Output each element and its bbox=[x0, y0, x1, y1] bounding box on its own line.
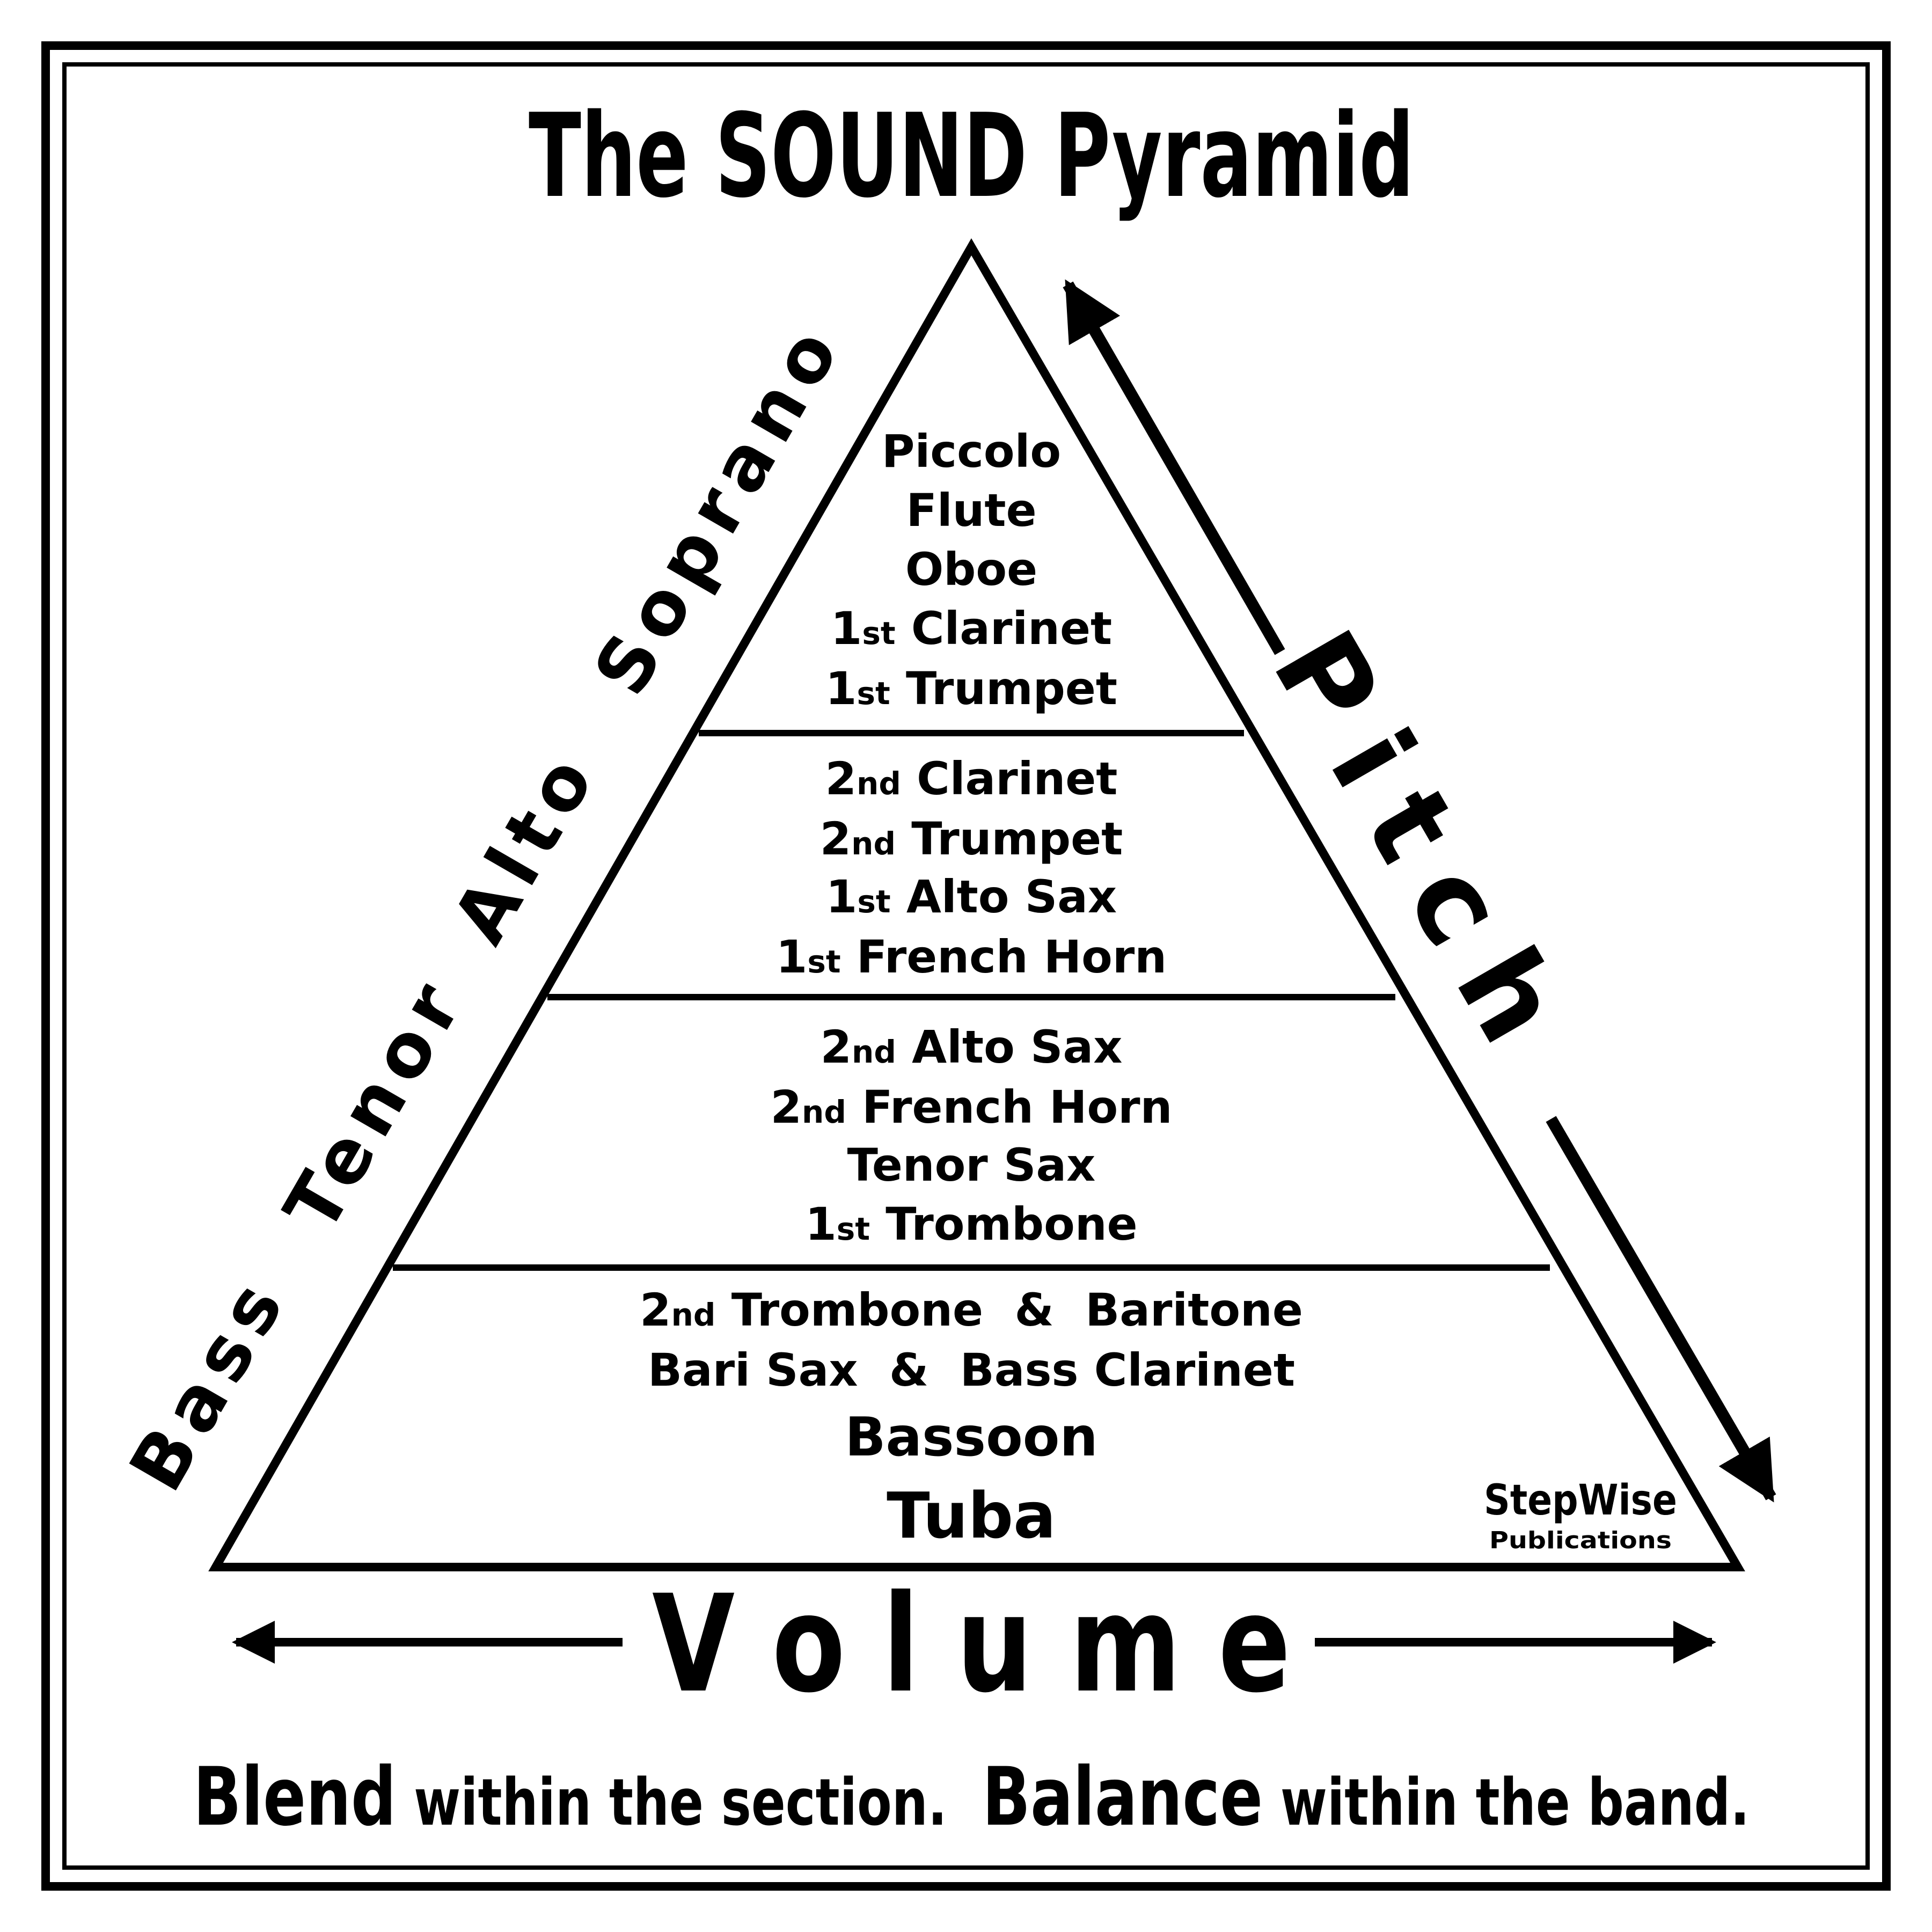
instrument-line: Tenor Sax bbox=[847, 1139, 1096, 1191]
outer-border bbox=[41, 41, 1891, 1891]
instrument-line: 2nd Alto Sax bbox=[821, 1021, 1123, 1073]
instrument-line: 2nd Trombone & Baritone bbox=[640, 1284, 1303, 1336]
instrument-line: 1st Alto Sax bbox=[826, 870, 1117, 923]
tier-tenor: 2nd Alto Sax 2nd French Horn Tenor Sax 1… bbox=[771, 1021, 1173, 1250]
pyramid-outline bbox=[208, 238, 1745, 1571]
tier-soprano: Piccolo Flute Oboe 1st Clarinet 1st Trum… bbox=[825, 425, 1117, 715]
instrument-line: Bassoon bbox=[845, 1406, 1097, 1468]
inner-border bbox=[62, 62, 1870, 1870]
instrument-line: 1st Clarinet bbox=[831, 602, 1112, 655]
pitch-label: Pitch bbox=[1247, 609, 1602, 1090]
page-title: The SOUND Pyramid bbox=[529, 89, 1414, 223]
instrument-line: 1st Trumpet bbox=[825, 662, 1117, 715]
instrument-line: 1st Trombone bbox=[805, 1198, 1137, 1250]
tier-bass: 2nd Trombone & Baritone Bari Sax & Bass … bbox=[640, 1284, 1303, 1553]
instrument-line: Oboe bbox=[905, 543, 1037, 596]
voice-label-tenor: Tenor bbox=[268, 961, 482, 1246]
footer-blend: Blend bbox=[193, 1751, 396, 1844]
tier-alto: 2nd Clarinet 2nd Trumpet 1st Alto Sax 1s… bbox=[776, 752, 1167, 983]
instrument-line: 2nd French Horn bbox=[771, 1081, 1173, 1133]
instrument-line: 2nd Clarinet bbox=[825, 752, 1118, 805]
footer-blend-rest: within the section. bbox=[396, 1766, 982, 1840]
publisher-name: StepWise bbox=[1484, 1476, 1677, 1525]
footer-balance-rest: within the band. bbox=[1263, 1766, 1750, 1840]
pitch-up-arrow bbox=[1063, 279, 1285, 655]
volume-label: V o l u m e bbox=[652, 1566, 1291, 1722]
instrument-line: Flute bbox=[906, 484, 1036, 537]
pitch-down-arrow bbox=[1546, 1116, 1776, 1503]
publisher-logo: StepWise Publications bbox=[1484, 1476, 1677, 1554]
instrument-line: Piccolo bbox=[882, 425, 1061, 478]
instrument-line: 2nd Trumpet bbox=[820, 813, 1123, 865]
footer-balance: Balance bbox=[982, 1751, 1263, 1844]
footer-tagline: Blend within the section. Balance within… bbox=[193, 1751, 1750, 1844]
publisher-sub: Publications bbox=[1489, 1527, 1672, 1554]
instrument-line: Bari Sax & Bass Clarinet bbox=[648, 1344, 1295, 1396]
instrument-line: Tuba bbox=[887, 1479, 1056, 1553]
instrument-line: 1st French Horn bbox=[776, 931, 1167, 983]
